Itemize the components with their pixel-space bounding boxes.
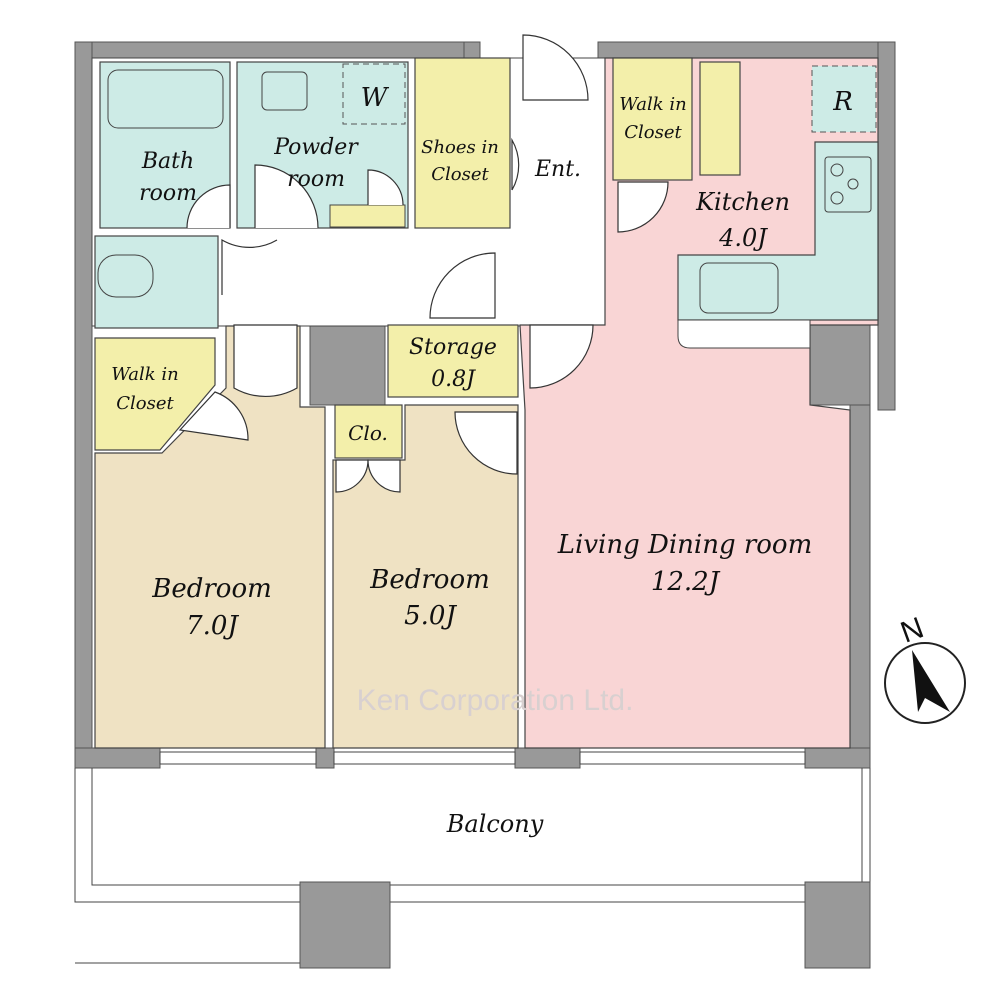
label-wic-left: Walk in xyxy=(111,364,178,385)
label-bedroom-1: Bedroom xyxy=(151,574,272,604)
sink-icon xyxy=(261,71,308,111)
label-bedroom-2-size: 5.0J xyxy=(404,601,457,631)
compass-icon: N xyxy=(884,611,966,724)
label-balcony: Balcony xyxy=(446,810,544,838)
label-wic-right-closet: Closet xyxy=(624,122,682,143)
bathtub-icon xyxy=(107,69,224,129)
label-bath: Bath xyxy=(141,149,194,174)
storage xyxy=(387,324,519,398)
walk-in-closet-left xyxy=(94,337,216,451)
watermark: Ken Corporation Ltd. xyxy=(357,684,634,717)
label-powder-room: room xyxy=(287,167,345,192)
label-powder: Powder xyxy=(273,135,359,160)
label-wic-right: Walk in xyxy=(619,94,686,115)
shoes-closet xyxy=(414,57,511,229)
label-washer: W xyxy=(361,83,390,113)
label-living-dining: Living Dining room xyxy=(557,530,813,560)
label-wic-left-closet: Closet xyxy=(116,393,174,414)
toilet-icon xyxy=(97,254,154,298)
label-kitchen-size: 4.0J xyxy=(718,224,768,252)
toilet xyxy=(94,235,219,329)
label-fridge: R xyxy=(832,87,853,117)
fridge-space xyxy=(811,65,877,133)
powder-shelf xyxy=(329,204,406,228)
label-shoes-closet: Closet xyxy=(431,164,489,185)
label-storage: Storage xyxy=(409,335,497,360)
bedroom-2 xyxy=(332,404,519,749)
label-shoes: Shoes in xyxy=(421,137,499,158)
kitchen-bar xyxy=(677,319,811,349)
label-bath-room: room xyxy=(139,181,197,206)
label-kitchen: Kitchen xyxy=(695,188,790,216)
closet-strip xyxy=(699,61,741,176)
kitchen-sink-icon xyxy=(699,262,779,314)
washer-space xyxy=(342,63,406,125)
doors xyxy=(178,34,669,493)
label-storage-size: 0.8J xyxy=(431,367,476,392)
label-entrance: Ent. xyxy=(534,157,581,182)
room-labels: Bath room Powder room W Shoes in Closet … xyxy=(111,83,852,838)
stove-icon xyxy=(824,156,872,213)
walls xyxy=(74,41,896,769)
compass-north-label: N xyxy=(896,611,928,649)
label-living-dining-size: 12.2J xyxy=(651,567,721,597)
closet xyxy=(334,404,403,459)
balcony xyxy=(74,768,871,969)
label-bedroom-1-size: 7.0J xyxy=(186,611,239,641)
label-bedroom-2: Bedroom xyxy=(369,565,490,595)
label-closet: Clo. xyxy=(348,421,388,445)
walk-in-closet-right xyxy=(612,57,693,181)
